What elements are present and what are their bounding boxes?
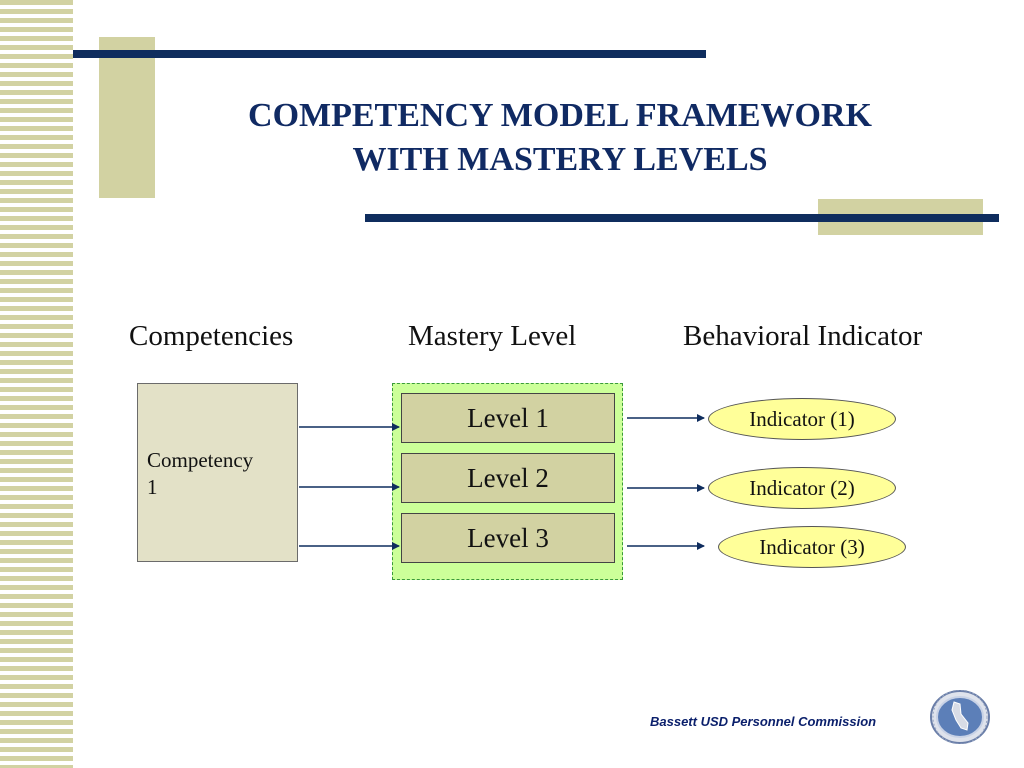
slide-title: COMPETENCY MODEL FRAMEWORK WITH MASTERY … — [160, 94, 960, 182]
level-box-3: Level 3 — [401, 513, 615, 563]
header-behavioral-indicator: Behavioral Indicator — [683, 320, 923, 352]
decorative-stripes — [0, 0, 73, 768]
decorative-tan-block-top — [99, 37, 155, 198]
header-mastery-level: Mastery Level — [408, 320, 577, 352]
competency-label: Competency 1 — [147, 447, 297, 501]
slide-title-line-1: COMPETENCY MODEL FRAMEWORK — [248, 97, 872, 134]
level-box-2: Level 2 — [401, 453, 615, 503]
indicator-ellipse-3: Indicator (3) — [718, 526, 906, 568]
level-box-1: Level 1 — [401, 393, 615, 443]
decorative-navy-line-top — [73, 50, 706, 58]
indicator-ellipse-1: Indicator (1) — [708, 398, 896, 440]
competency-label-line-1: Competency — [147, 448, 254, 472]
slide-title-line-2: WITH MASTERY LEVELS — [352, 141, 768, 178]
competency-box — [137, 383, 298, 562]
indicator-ellipse-2: Indicator (2) — [708, 467, 896, 509]
footer-organization: Bassett USD Personnel Commission — [650, 714, 877, 729]
competency-label-line-2: 1 — [147, 475, 158, 499]
seal-logo-icon — [930, 690, 990, 744]
header-competencies: Competencies — [129, 320, 294, 352]
decorative-navy-line-bottom — [365, 214, 999, 222]
